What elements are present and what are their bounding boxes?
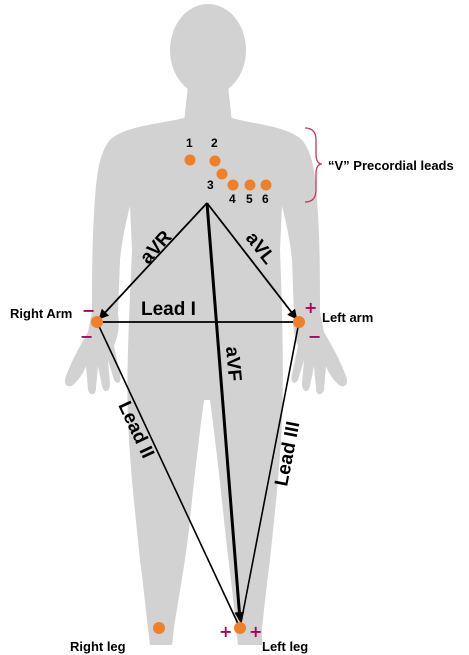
left-leg-plus-left: + [219, 622, 232, 641]
left-arm-label: Left arm [322, 310, 373, 325]
avf-label: aVF [221, 346, 245, 383]
electrode-v1 [185, 155, 196, 166]
v2-number: 2 [211, 136, 218, 150]
electrode-left-arm [293, 316, 305, 328]
left-arm-minus: − [308, 327, 321, 346]
electrode-right-leg [153, 622, 165, 634]
electrode-v3 [217, 169, 228, 180]
electrode-v4 [228, 180, 239, 191]
left-leg-plus-right: + [249, 622, 262, 641]
v3-number: 3 [207, 178, 214, 192]
v6-number: 6 [262, 192, 269, 206]
human-body-silhouette [65, 4, 347, 645]
electrode-v5 [245, 180, 256, 191]
v5-number: 5 [246, 192, 253, 206]
v1-number: 1 [186, 136, 193, 150]
right-arm-label: Right Arm [10, 306, 72, 321]
right-arm-minus-top: − [82, 301, 95, 320]
right-leg-label: Right leg [70, 639, 126, 654]
electrode-v6 [261, 180, 272, 191]
electrode-v2 [210, 156, 221, 167]
left-leg-label: Left leg [262, 639, 308, 654]
left-arm-plus: + [304, 298, 317, 317]
right-arm-minus-bottom: − [80, 327, 93, 346]
v4-number: 4 [229, 192, 236, 206]
lead-i-label: Lead I [141, 299, 196, 320]
electrode-left-leg [234, 622, 246, 634]
precordial-leads-label: “V” Precordial leads [328, 158, 454, 173]
